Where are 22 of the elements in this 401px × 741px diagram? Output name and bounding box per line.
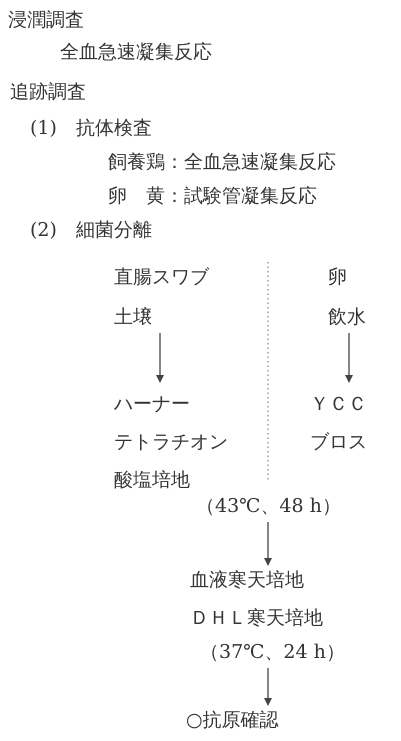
culture-medium-text: ＹＣＣブロス [310, 392, 367, 455]
culture-medium-text: 血液寒天培地 [190, 568, 305, 592]
test-line: 卵 黄：試験管凝集反応 [108, 184, 317, 208]
arrow [156, 333, 164, 383]
arrow [264, 522, 272, 566]
test-line: 飼養鶏：全血急速凝集反応 [108, 150, 336, 174]
culture-medium-text: ハーナーテトラチオン酸塩培地 [114, 392, 228, 493]
subsection-heading: (1) 抗体検査 [30, 116, 152, 140]
section-heading: 追跡調査 [10, 80, 86, 104]
sample-text: 直腸スワブ [114, 265, 209, 289]
method-text: 全血急速凝集反応 [60, 40, 212, 64]
result-text: ○抗原確認 [186, 708, 279, 732]
arrow [345, 333, 353, 383]
incubation-condition: （37℃、24 h） [200, 640, 345, 664]
sample-text: 土壌 [114, 305, 153, 329]
subsection-heading: (2) 細菌分離 [30, 218, 152, 242]
sample-text: 卵 [328, 265, 348, 289]
section-heading: 浸潤調査 [8, 8, 84, 32]
sample-text: 飲水 [328, 305, 366, 329]
culture-medium-text: ＤＨＬ寒天培地 [190, 606, 323, 630]
incubation-condition: （43℃、48 h） [196, 494, 341, 518]
arrow [264, 668, 272, 706]
